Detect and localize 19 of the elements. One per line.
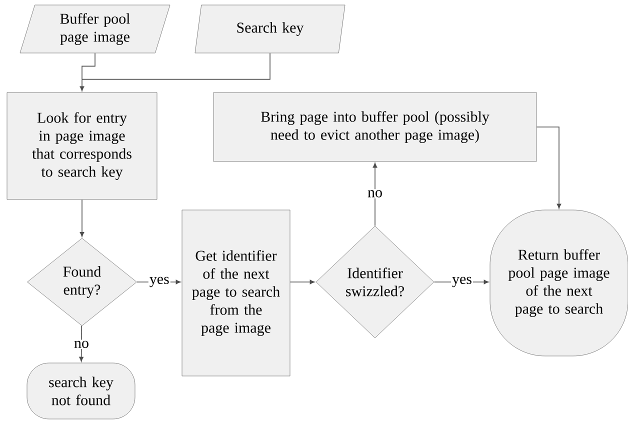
- terminal-box: search key not found: [26, 362, 136, 420]
- input-parallelogram: Search key: [194, 4, 346, 54]
- arrow: [136, 280, 181, 284]
- process-box: Bring page into buffer pool (possibly need to evict another page image): [213, 92, 537, 162]
- edge-label: yes: [451, 276, 473, 288]
- terminal-box: Return buffer pool page image of the next page to search: [490, 210, 628, 356]
- edge-label: yes: [148, 276, 170, 288]
- edge-label: no: [366, 189, 384, 198]
- arrow: [80, 78, 84, 92]
- edge-label: no: [73, 340, 90, 350]
- process-box: Get identifier of the next page to search from the page image: [182, 210, 290, 376]
- arrow: [79, 325, 84, 362]
- process-box: Look for entry in page image that corresponds to search key: [6, 92, 158, 200]
- arrow: [536, 126, 562, 209]
- input-parallelogram: Buffer pool page image: [20, 4, 170, 54]
- arrow: [434, 280, 489, 284]
- arrow: [80, 199, 84, 237]
- arrow: [372, 162, 378, 226]
- arrow: [290, 280, 315, 284]
